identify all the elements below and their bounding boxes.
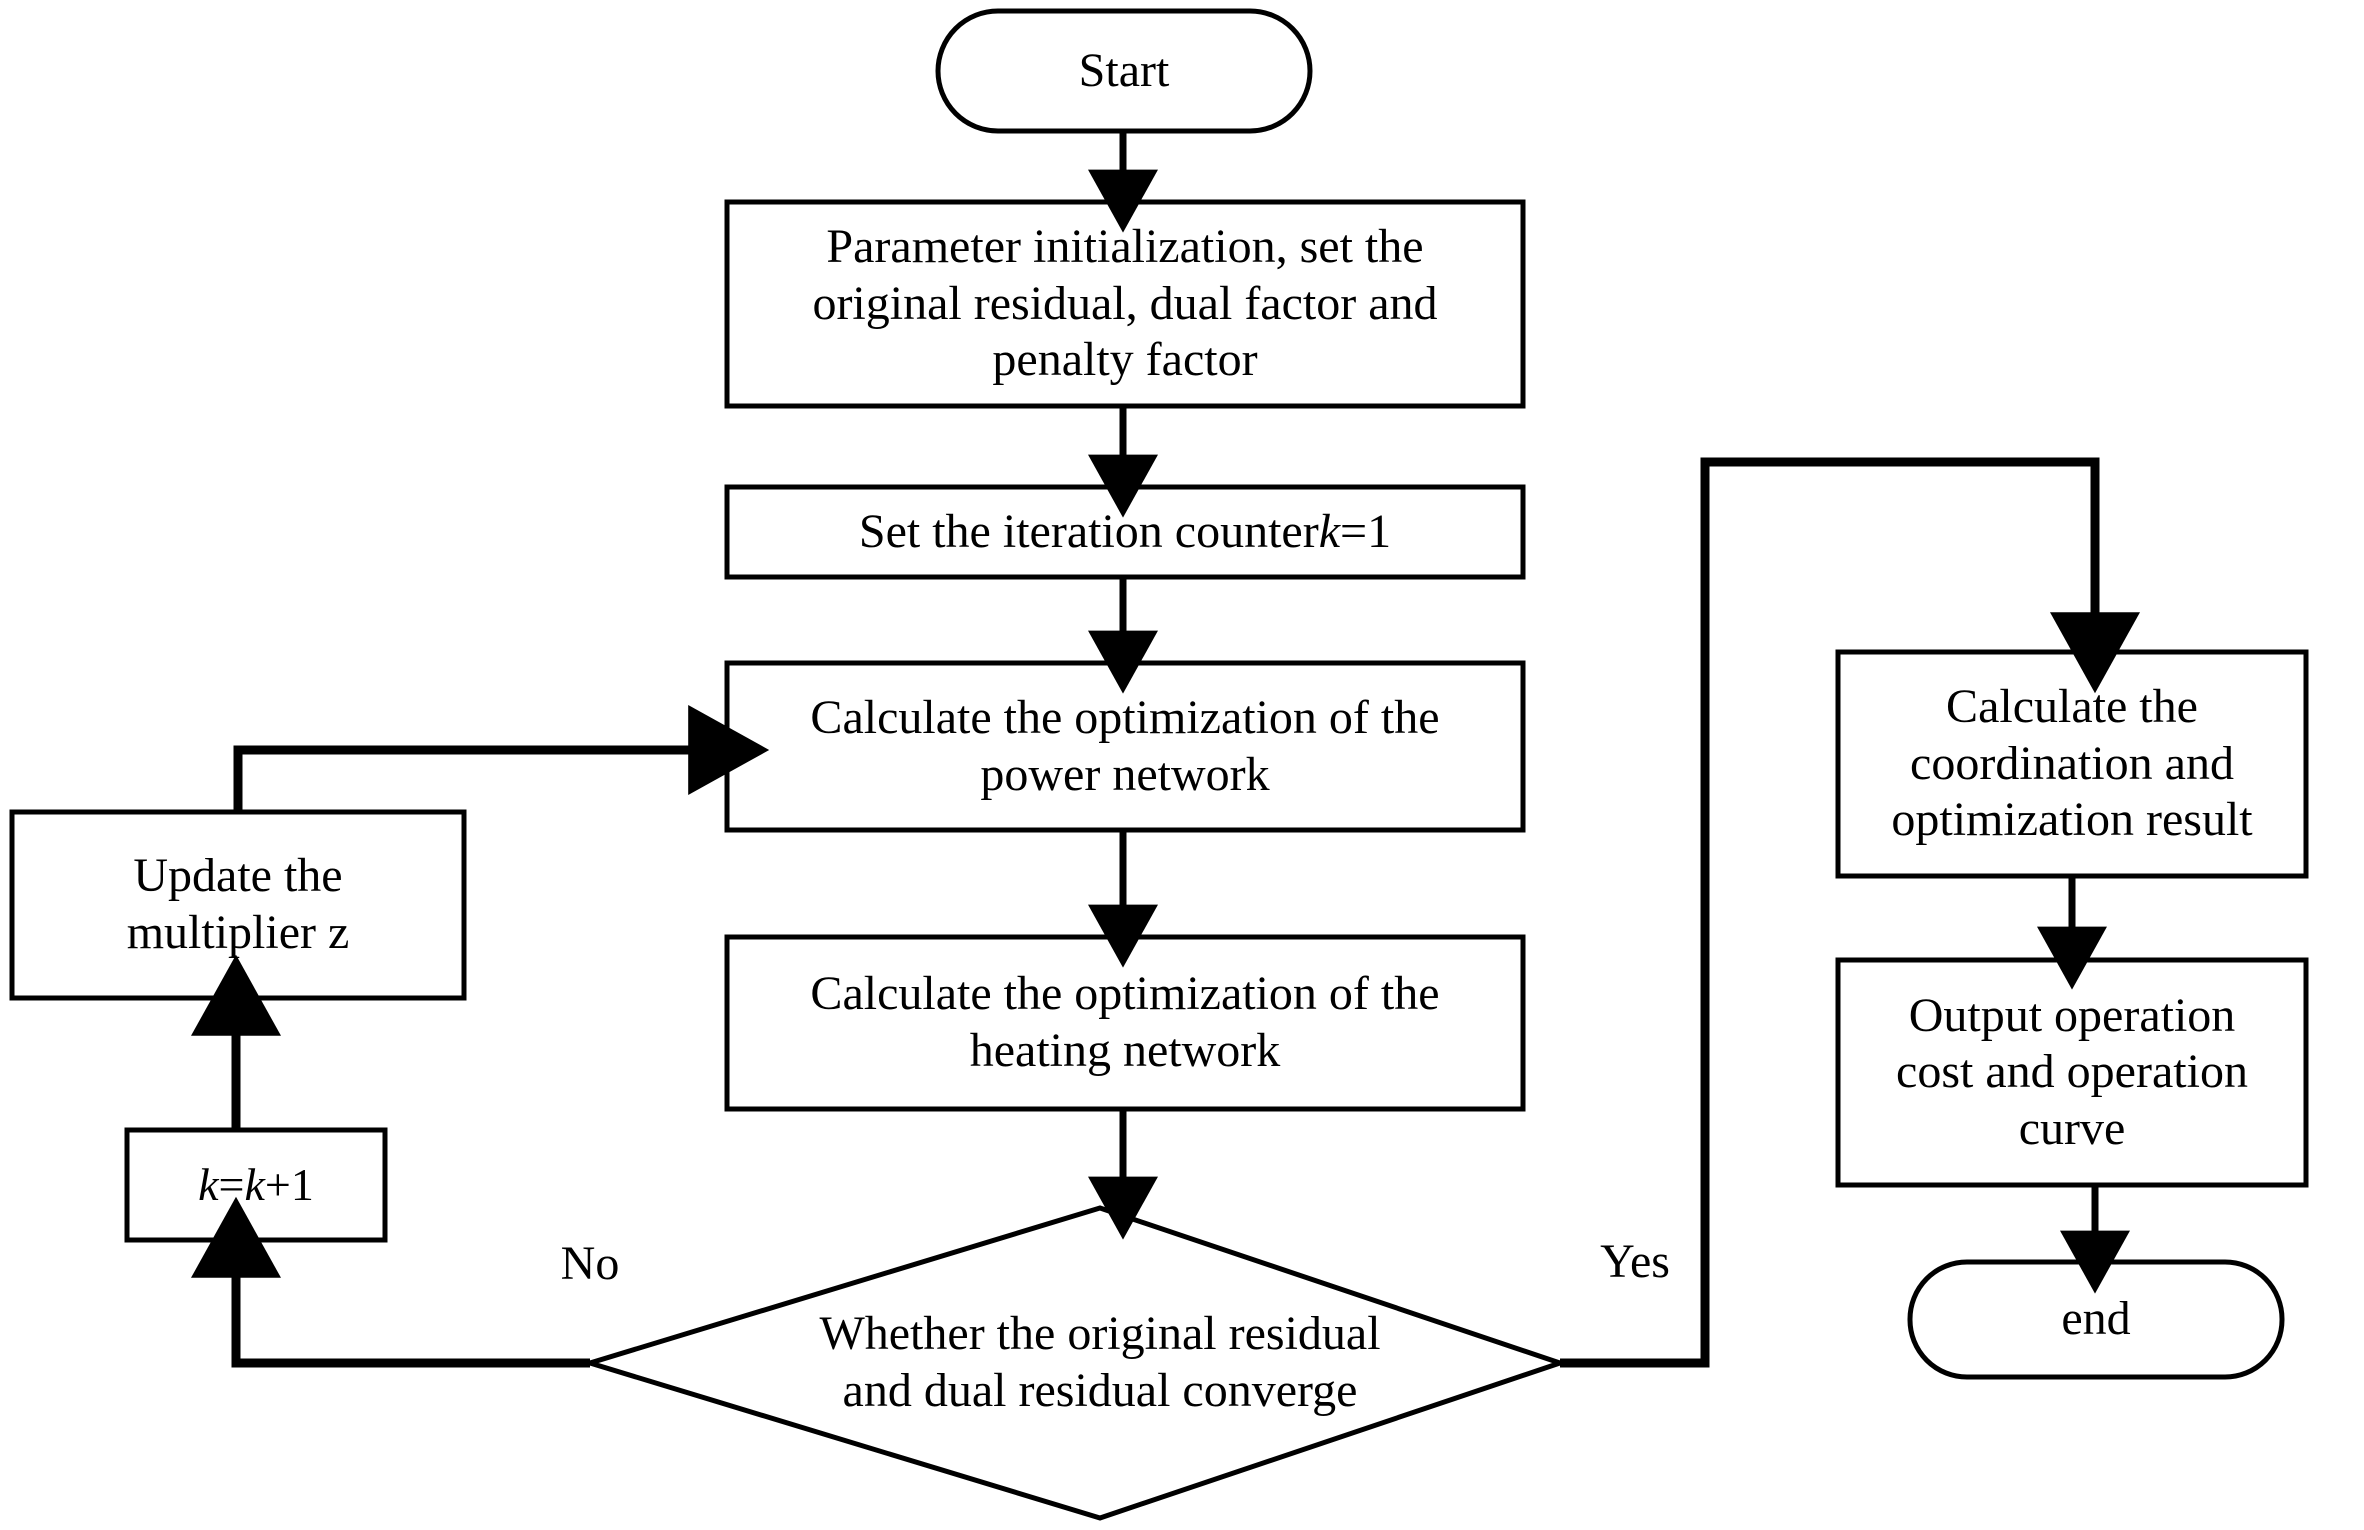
edge-update-multiplier-to-calc-power bbox=[233, 705, 770, 812]
calc-heating-node-shape[interactable] bbox=[724, 934, 1526, 1112]
edge-decision-yes-to-calc-coordination bbox=[1560, 457, 2140, 1368]
calc-power-node-shape[interactable] bbox=[724, 660, 1526, 833]
edge-decision-no-to-increment bbox=[191, 1196, 590, 1368]
param-init-node-shape[interactable] bbox=[724, 199, 1526, 409]
start-node-shape[interactable] bbox=[935, 8, 1313, 134]
decision-node-shape[interactable] bbox=[581, 1205, 1568, 1521]
calc-coordination-node-shape[interactable] bbox=[1835, 649, 2309, 879]
set-counter-node-shape[interactable] bbox=[724, 484, 1526, 580]
end-node-shape[interactable] bbox=[1907, 1259, 2285, 1380]
edge-label-yes: Yes bbox=[1600, 1235, 1670, 1288]
output-result-node-shape[interactable] bbox=[1835, 957, 2309, 1188]
edge-label-no: No bbox=[560, 1237, 620, 1290]
update-multiplier-node-shape[interactable] bbox=[9, 809, 467, 1001]
increment-node-shape[interactable] bbox=[124, 1127, 388, 1243]
